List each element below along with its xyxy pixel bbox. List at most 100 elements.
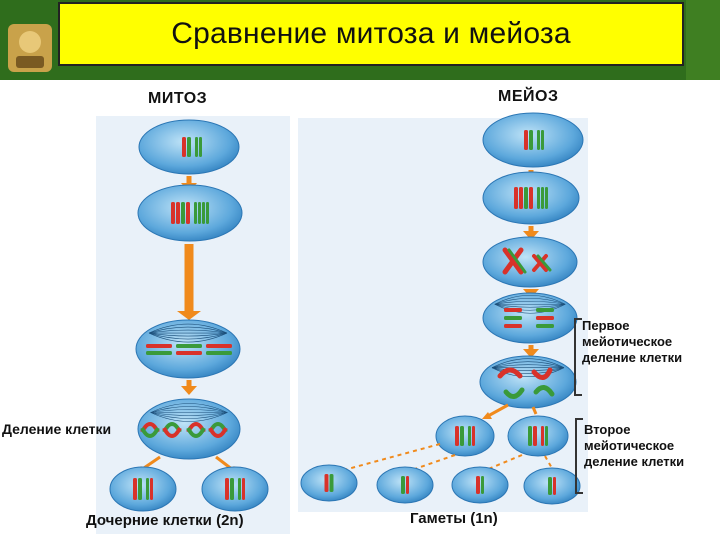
meiosis-cell-2-chromosome-0 bbox=[514, 187, 518, 209]
meiosis-cell-3-membrane bbox=[482, 236, 578, 288]
meiosis-cell-5-spindle-fiber-top-6 bbox=[491, 367, 565, 377]
daughter-cell-left-membrane bbox=[109, 466, 177, 512]
gamete-link-1 bbox=[343, 443, 441, 471]
meiosis-cell-5-spindle-fiber-top-4 bbox=[491, 367, 565, 371]
mitosis-cell-4-chromosome-b-3 bbox=[208, 427, 228, 438]
second-division-cell-left-chromosome-0 bbox=[455, 426, 459, 446]
meiosis-arrow-left-head bbox=[482, 412, 492, 419]
gametes-label: Гаметы (1n) bbox=[410, 510, 498, 527]
mitosis-cell-2-chromosome-0 bbox=[171, 202, 175, 224]
gamete-3-chromosome-1 bbox=[481, 476, 484, 494]
gamete-1-chromosome-0 bbox=[324, 474, 329, 492]
mitosis-cell-4-chromosome-b-0 bbox=[140, 427, 160, 438]
meiosis-cell-4-spindle-fiber-top-4 bbox=[494, 303, 566, 308]
second-division-cell-left-membrane bbox=[435, 415, 495, 457]
slide-title: Сравнение митоза и мейоза bbox=[171, 17, 571, 50]
meiosis-cell-1-chromosome-0 bbox=[524, 130, 528, 150]
second-division-label-line-3: деление клетки bbox=[584, 454, 685, 469]
meiosis-cell-2-chromosome-1 bbox=[519, 187, 523, 209]
second-division-cell-right-membrane bbox=[507, 415, 569, 457]
mitosis-cell-4-spindle-fiber-top-1 bbox=[150, 406, 228, 413]
mitosis-cell-2-chromosome-4 bbox=[194, 202, 197, 224]
gamete-1 bbox=[300, 464, 358, 502]
meiosis-cell-5-spindle-fiber-top-5 bbox=[491, 367, 565, 374]
mitosis-cell-3-spindle-fiber-top-4 bbox=[148, 332, 228, 337]
gamete-1-chromosome-1 bbox=[329, 474, 334, 492]
daughter-cell-right-chromosome-0 bbox=[225, 478, 229, 500]
meiosis-cell-2 bbox=[482, 171, 580, 225]
meiosis-heading: МЕЙОЗ bbox=[498, 88, 559, 105]
mitosis-cell-4-spindle-fiber-top-2 bbox=[150, 409, 228, 413]
mitosis-cell-1-chromosome-3 bbox=[199, 137, 202, 157]
daughter-cell-left-chromosome-1 bbox=[138, 478, 142, 500]
mitosis-cell-3-chromosome-b-2 bbox=[206, 351, 232, 355]
mitosis-cell-2-chromosome-5 bbox=[198, 202, 201, 224]
second-division-cell-left-chromosome-2 bbox=[468, 426, 471, 446]
daughter-cells-label: Дочерние клетки (2n) bbox=[86, 512, 244, 529]
meiosis-arrow-2 bbox=[523, 226, 539, 240]
meiosis-cell-5-spindle-fiber-top-0 bbox=[491, 358, 565, 368]
decorative-logo-icon bbox=[8, 24, 52, 72]
first-division-bracket bbox=[574, 318, 582, 396]
meiosis-cell-4 bbox=[482, 292, 578, 344]
meiosis-cell-4-chromosome-5 bbox=[536, 324, 554, 328]
meiosis-cell-4-chromosome-1 bbox=[504, 316, 522, 320]
first-division-label-line-1: Первое bbox=[582, 318, 630, 333]
mitosis-cell-2-chromosome-7 bbox=[206, 202, 209, 224]
meiosis-cell-4-membrane bbox=[482, 292, 578, 344]
gamete-4-chromosome-0 bbox=[548, 477, 552, 495]
gamete-2-chromosome-1 bbox=[406, 476, 409, 494]
first-division-label-line-2: мейотическое bbox=[582, 334, 673, 349]
meiosis-cell-5-chromosome-0 bbox=[497, 367, 523, 379]
meiosis-cell-3 bbox=[482, 236, 578, 288]
meiosis-cell-2-chromosome-5 bbox=[541, 187, 544, 209]
meiosis-cell-5-chromosome-2 bbox=[531, 367, 553, 380]
daughter-cell-right bbox=[201, 466, 269, 512]
mitosis-cell-4-spindle-fiber-top-6 bbox=[150, 412, 228, 422]
daughter-cell-left bbox=[109, 466, 177, 512]
meiosis-arrow-4-shaft bbox=[528, 345, 534, 350]
mitosis-cell-3-spindle-fiber-top-1 bbox=[148, 326, 228, 334]
meiosis-cell-3-chromosome-2 bbox=[532, 254, 548, 272]
meiosis-cell-4-spindle-fiber-top-2 bbox=[494, 300, 566, 305]
meiosis-cell-4-spindle-fiber-top-6 bbox=[494, 303, 566, 314]
mitosis-cell-3-chromosome-2 bbox=[206, 344, 232, 348]
meiosis-arrow-2-shaft bbox=[528, 226, 534, 232]
second-division-cell-left-chromosome-1 bbox=[460, 426, 464, 446]
cell-division-label: Деление клетки bbox=[2, 421, 112, 437]
mitosis-cell-3-membrane bbox=[135, 319, 241, 379]
daughter-cell-right-membrane bbox=[201, 466, 269, 512]
mitosis-arrow-2 bbox=[177, 244, 201, 320]
meiosis-cell-3-chromosome-0 bbox=[502, 247, 524, 275]
second-division-cell-right bbox=[507, 415, 569, 457]
daughter-cell-right-chromosome-1 bbox=[230, 478, 234, 500]
mitosis-cell-2-chromosome-6 bbox=[202, 202, 205, 224]
mitosis-cell-3-chromosome-0 bbox=[146, 344, 172, 348]
meiosis-arrow-left bbox=[487, 403, 509, 418]
meiosis-cell-2-chromosome-2 bbox=[524, 187, 528, 209]
meiosis-cell-2-chromosome-4 bbox=[537, 187, 540, 209]
gamete-link-2 bbox=[411, 454, 456, 471]
meiosis-cell-1-chromosome-3 bbox=[541, 130, 544, 150]
mitosis-cell-1-chromosome-0 bbox=[182, 137, 186, 157]
mitosis-cell-3-chromosome-b-0 bbox=[146, 351, 172, 355]
meiosis-arrow-4-head bbox=[523, 349, 539, 358]
mitosis-arrow-2-head bbox=[177, 311, 201, 320]
mitosis-cell-3-chromosome-1 bbox=[176, 344, 202, 348]
mitosis-cell-3-spindle-fiber-top-2 bbox=[148, 329, 228, 334]
gamete-link-4 bbox=[544, 455, 554, 471]
mitosis-cell-3 bbox=[135, 319, 241, 379]
second-division-cell-left-chromosome-3 bbox=[472, 426, 475, 446]
gamete-link-3 bbox=[485, 454, 523, 471]
second-division-cell-right-chromosome-0 bbox=[528, 426, 532, 446]
meiosis-cell-4-chromosome-3 bbox=[536, 308, 554, 312]
meiosis-arrow-2-head bbox=[523, 231, 539, 240]
mitosis-cell-4-spindle-fiber-top-4 bbox=[150, 412, 228, 416]
meiosis-cell-5-chromosome-3 bbox=[533, 385, 555, 397]
daughter-cell-left-chromosome-2 bbox=[146, 478, 149, 500]
daughter-cell-left-chromosome-3 bbox=[150, 478, 153, 500]
mitosis-arrow-3-head bbox=[181, 386, 197, 395]
mitosis-cell-3-spindle-fiber-top-5 bbox=[148, 332, 228, 340]
mitosis-cell-4-chromosome-b-1 bbox=[162, 427, 182, 438]
